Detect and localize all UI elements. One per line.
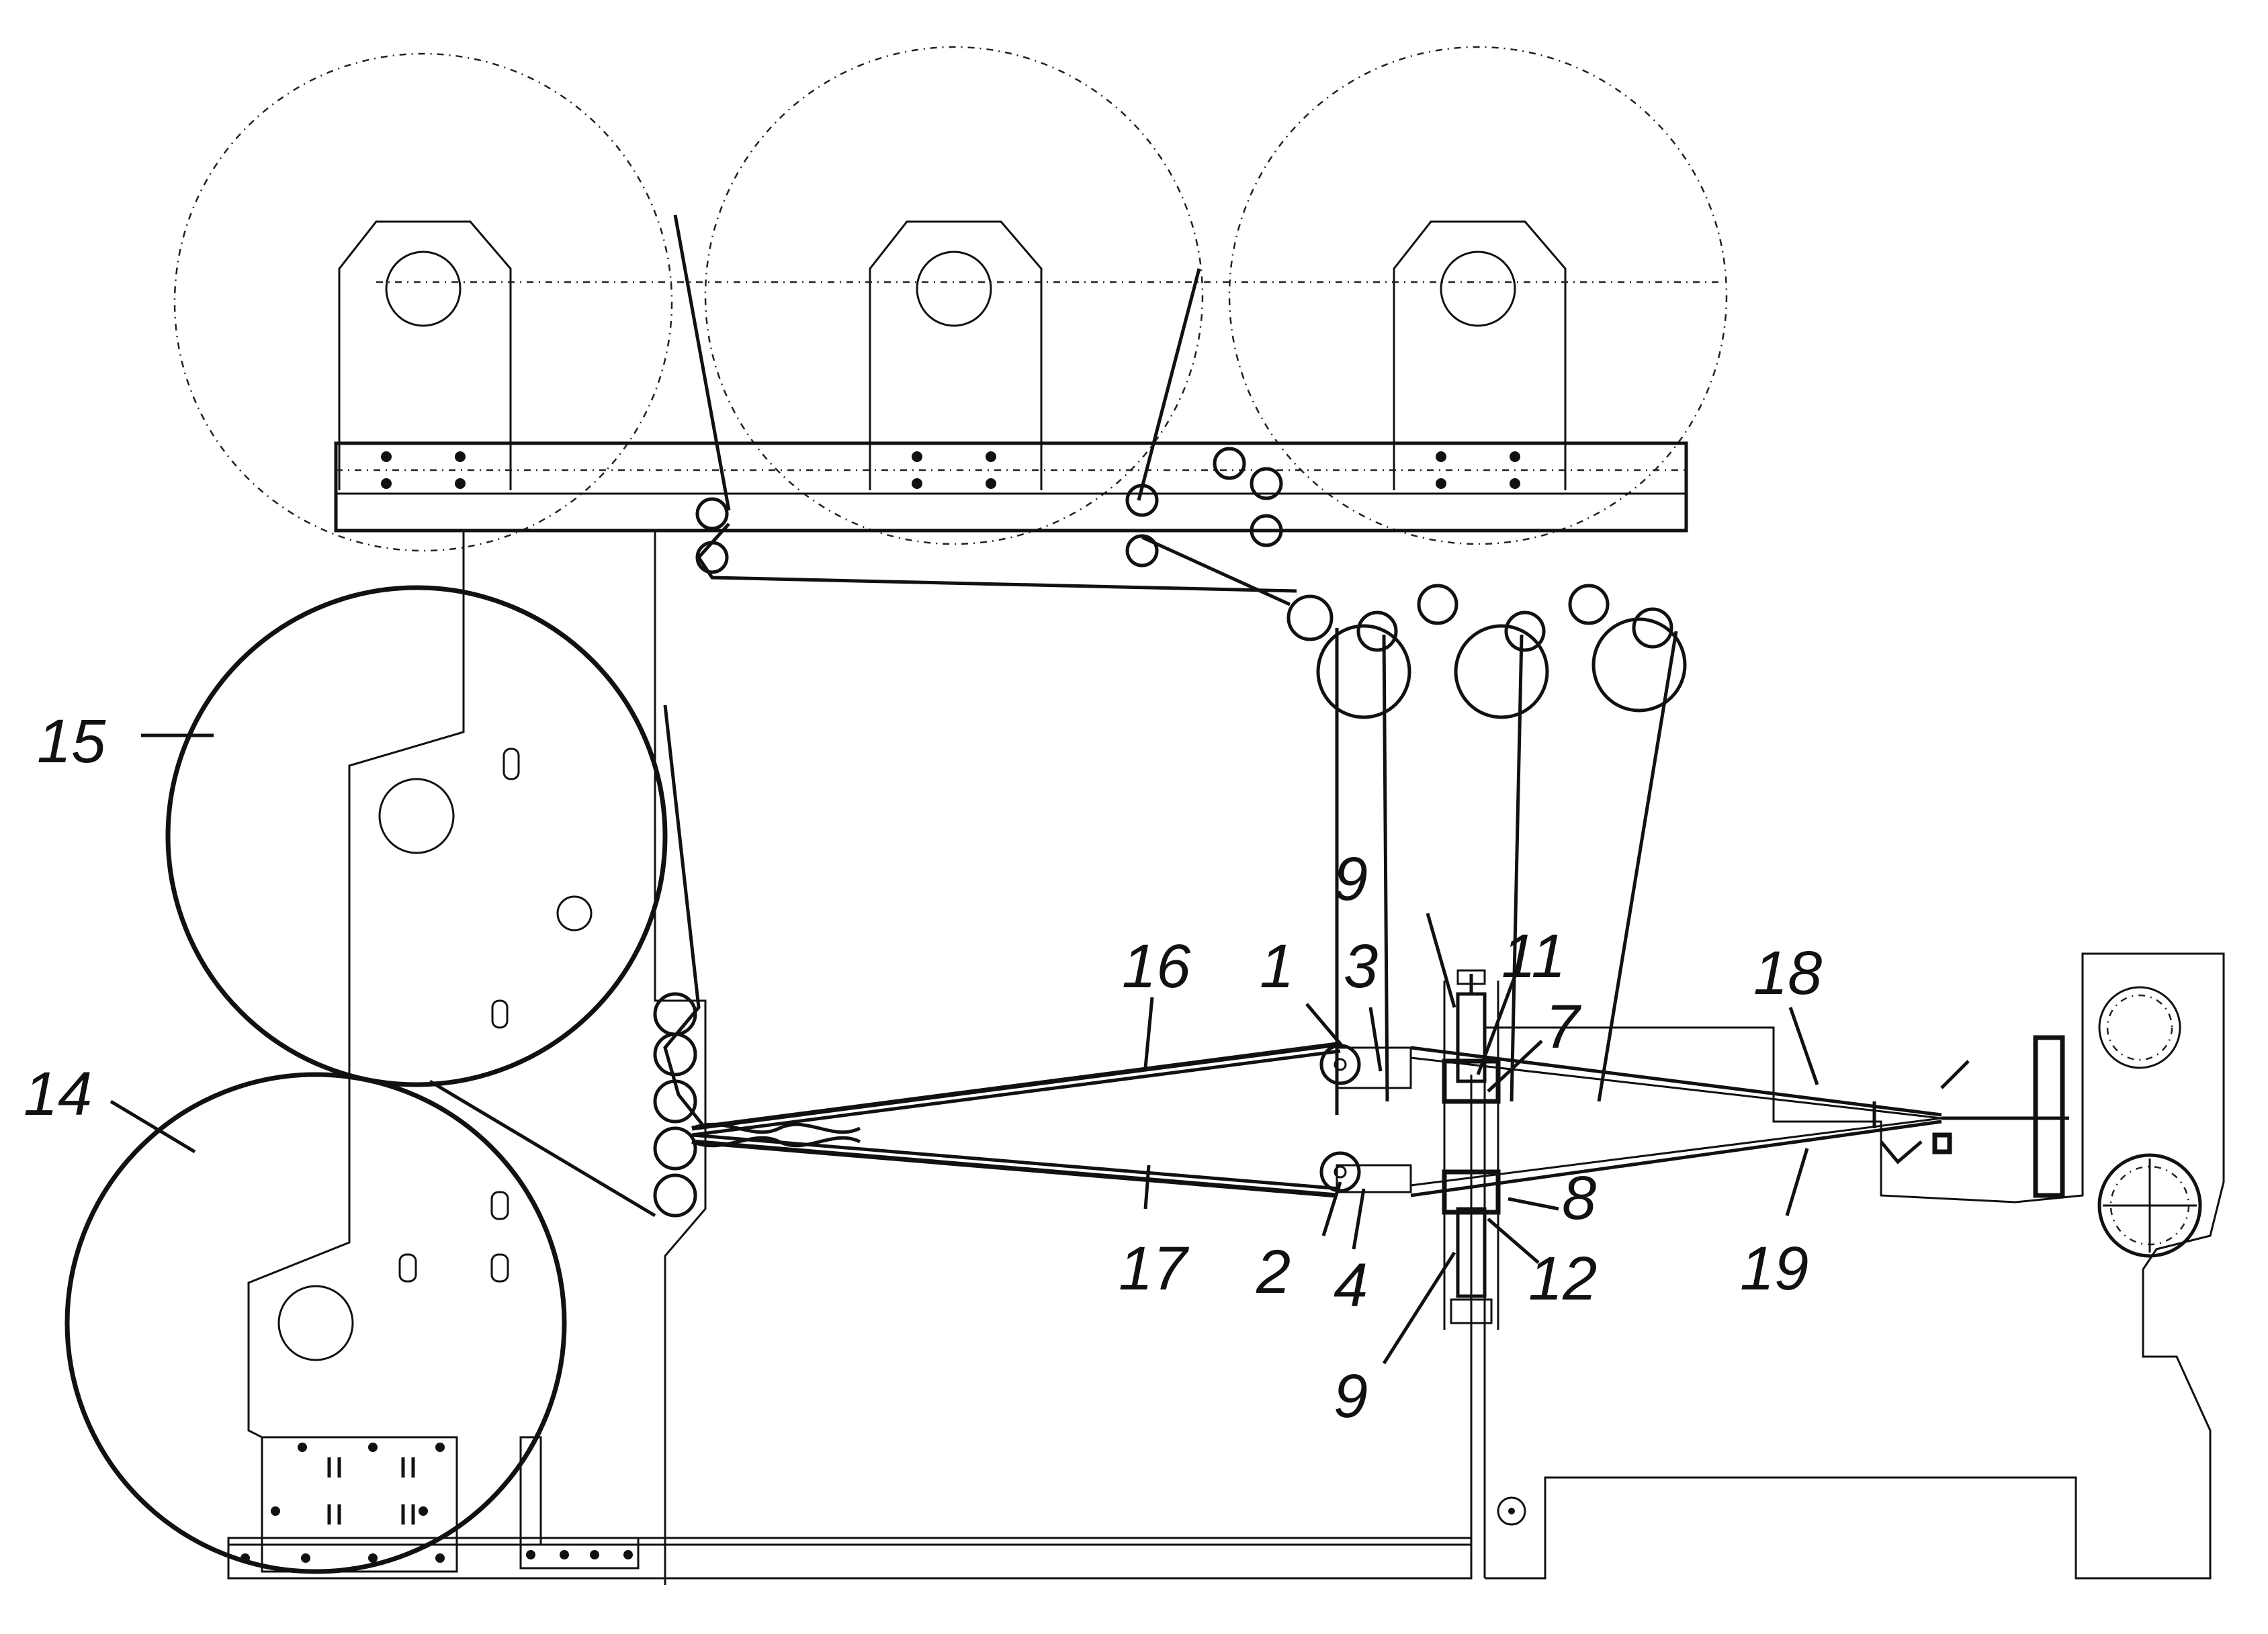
guide-rollers — [697, 449, 1685, 717]
label-19: 19 — [1740, 1234, 1808, 1303]
label-11: 11 — [1501, 922, 1566, 991]
reference-labels: 15 14 16 17 1 3 2 4 9 11 7 8 12 9 18 19 — [24, 707, 1822, 1431]
roll-14 — [67, 1075, 564, 1572]
top-beam — [336, 443, 1686, 531]
label-8: 8 — [1562, 1164, 1596, 1232]
web-paths — [430, 215, 2069, 1216]
label-3: 3 — [1344, 932, 1378, 1001]
label-15: 15 — [37, 707, 106, 776]
label-9-bottom: 9 — [1334, 1362, 1368, 1431]
label-14: 14 — [24, 1060, 92, 1128]
label-18: 18 — [1753, 939, 1822, 1007]
label-9-top: 9 — [1334, 845, 1368, 913]
label-4: 4 — [1334, 1251, 1368, 1320]
upper-supply-rolls — [175, 47, 1727, 551]
label-17: 17 — [1119, 1234, 1189, 1303]
label-7: 7 — [1545, 993, 1581, 1061]
roll-15 — [168, 588, 665, 1085]
label-12: 12 — [1528, 1244, 1597, 1313]
upper-roll-left — [175, 54, 672, 551]
label-16: 16 — [1122, 932, 1191, 1001]
label-1: 1 — [1260, 932, 1294, 1001]
label-2: 2 — [1256, 1238, 1291, 1306]
